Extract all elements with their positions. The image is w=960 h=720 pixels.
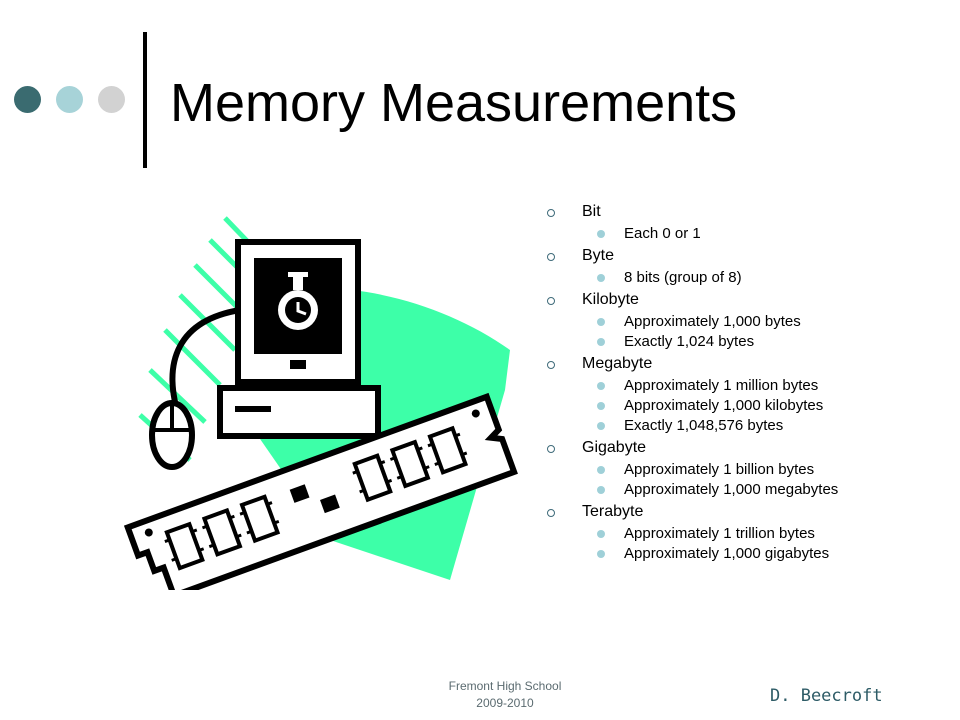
bullet-item: Bit [540, 200, 940, 224]
mid-dot [56, 86, 83, 113]
footer-school-year: 2009-2010 [476, 696, 534, 710]
footer-author: D. Beecroft [770, 686, 883, 706]
bullet-item: Gigabyte [540, 436, 940, 460]
memory-module-icon [123, 392, 518, 590]
slide-title: Memory Measurements [170, 73, 738, 133]
sub-bullet-item: Approximately 1 million bytes [540, 376, 940, 396]
sub-bullet-item: Approximately 1,000 kilobytes [540, 396, 940, 416]
bullet-item: Terabyte [540, 500, 940, 524]
monitor-icon [217, 239, 381, 439]
bullet-item: Kilobyte [540, 288, 940, 312]
sub-bullet-item: Exactly 1,024 bytes [540, 332, 940, 352]
sub-bullet-item: Approximately 1,000 gigabytes [540, 544, 940, 564]
bullet-item: Byte [540, 244, 940, 268]
sub-bullet-item: 8 bits (group of 8) [540, 268, 940, 288]
light-dot [98, 86, 125, 113]
sub-bullet-item: Approximately 1 billion bytes [540, 460, 940, 480]
stopwatch-icon [278, 272, 318, 330]
dark-dot [14, 86, 41, 113]
footer-school: Fremont High School 2009-2010 [420, 678, 590, 712]
computer-with-memory-module-icon [123, 216, 518, 590]
sub-bullet-item: Approximately 1,000 bytes [540, 312, 940, 332]
bullet-item: Megabyte [540, 352, 940, 376]
bullet-list: Bit Each 0 or 1 Byte 8 bits (group of 8)… [540, 200, 940, 564]
mouse-cable [169, 307, 241, 421]
sub-bullet-item: Exactly 1,048,576 bytes [540, 416, 940, 436]
sub-bullet-item: Approximately 1,000 megabytes [540, 480, 940, 500]
title-decoration-dots [14, 86, 126, 114]
title-divider [143, 32, 147, 168]
sub-bullet-item: Approximately 1 trillion bytes [540, 524, 940, 544]
sub-bullet-item: Each 0 or 1 [540, 224, 940, 244]
computer-mouse-icon [149, 400, 195, 470]
footer-school-name: Fremont High School [448, 679, 562, 693]
